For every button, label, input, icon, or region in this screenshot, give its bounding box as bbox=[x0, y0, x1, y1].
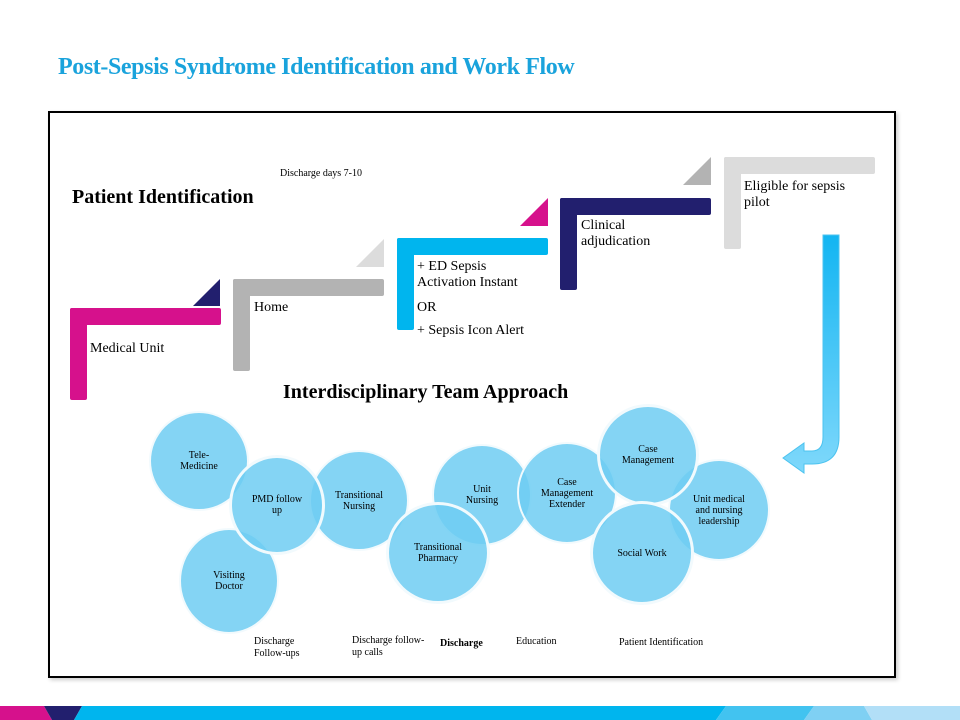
circle-label: Tele-Medicine bbox=[180, 450, 218, 472]
step-bar-horizontal bbox=[70, 308, 221, 325]
step-label-line: + Sepsis Icon Alert bbox=[417, 323, 525, 338]
step-corner-triangle bbox=[520, 198, 548, 226]
circle-label: PMD follow up bbox=[251, 494, 303, 516]
step-label: Eligible for sepsis pilot bbox=[744, 179, 846, 210]
band-segment-sky bbox=[804, 706, 872, 720]
step-corner-triangle bbox=[356, 239, 384, 267]
step-corner-triangle bbox=[193, 279, 220, 306]
footer-label-discharge-follow-ups: Discharge Follow-ups bbox=[254, 636, 300, 659]
down-left-arrow-icon bbox=[782, 234, 840, 474]
step-bar-horizontal bbox=[724, 157, 875, 174]
step-label: Clinical adjudication bbox=[581, 218, 651, 249]
footer-label-discharge: Discharge bbox=[440, 638, 483, 649]
footer-label-education: Education bbox=[516, 636, 557, 647]
step-bar-horizontal bbox=[397, 238, 548, 255]
step-corner-triangle bbox=[683, 157, 711, 185]
step-label-line: + ED Sepsis Activation Instant bbox=[417, 259, 518, 290]
circle-label: Transitional Nursing bbox=[335, 489, 383, 512]
step-bar-vertical bbox=[397, 238, 414, 330]
circle-label: Social Work bbox=[617, 547, 667, 559]
band-segment-pale bbox=[864, 706, 960, 720]
step-label: Medical Unit bbox=[90, 341, 165, 356]
bottom-color-band bbox=[0, 706, 960, 720]
step-bar-vertical bbox=[70, 308, 87, 400]
step-bar-horizontal bbox=[233, 279, 384, 296]
circle-label: Case Management Extender bbox=[540, 476, 594, 510]
footer-label-patient-identification: Patient Identification bbox=[619, 637, 704, 648]
circle-label: Unit Nursing bbox=[465, 484, 499, 506]
step-bar-vertical bbox=[724, 157, 741, 249]
slide-title: Post-Sepsis Syndrome Identification and … bbox=[58, 54, 575, 80]
band-segment-light-cyan bbox=[716, 706, 814, 720]
team-approach-heading: Interdisciplinary Team Approach bbox=[283, 381, 569, 403]
step-label-line: OR bbox=[417, 300, 437, 315]
band-segment-navy bbox=[44, 706, 82, 720]
circle-label: Visiting Doctor bbox=[213, 570, 245, 592]
step-label: Home bbox=[254, 300, 289, 315]
footer-label-discharge-calls: Discharge follow-up calls bbox=[352, 635, 425, 658]
circle-label: Unit medical and nursing leadership bbox=[693, 493, 745, 527]
step-bar-vertical bbox=[560, 198, 577, 290]
step-bar-vertical bbox=[233, 279, 250, 371]
step-bar-horizontal bbox=[560, 198, 711, 215]
band-segment-magenta bbox=[0, 706, 52, 720]
team-circle-pmd-follow-up: PMD follow up bbox=[229, 455, 325, 555]
team-circle-case-management: Case Management bbox=[597, 404, 699, 506]
circle-label: Transitional Pharmacy bbox=[414, 542, 462, 564]
team-circle-transitional-pharmacy: Transitional Pharmacy bbox=[386, 502, 490, 604]
team-circle-social-work: Social Work bbox=[590, 501, 694, 605]
patient-identification-heading: Patient Identification bbox=[72, 186, 254, 208]
circle-label: Case Management bbox=[621, 444, 675, 466]
team-circle-tele-medicine: Tele-Medicine bbox=[149, 411, 249, 511]
band-segment-cyan bbox=[74, 706, 726, 720]
discharge-days-note: Discharge days 7-10 bbox=[280, 168, 363, 179]
